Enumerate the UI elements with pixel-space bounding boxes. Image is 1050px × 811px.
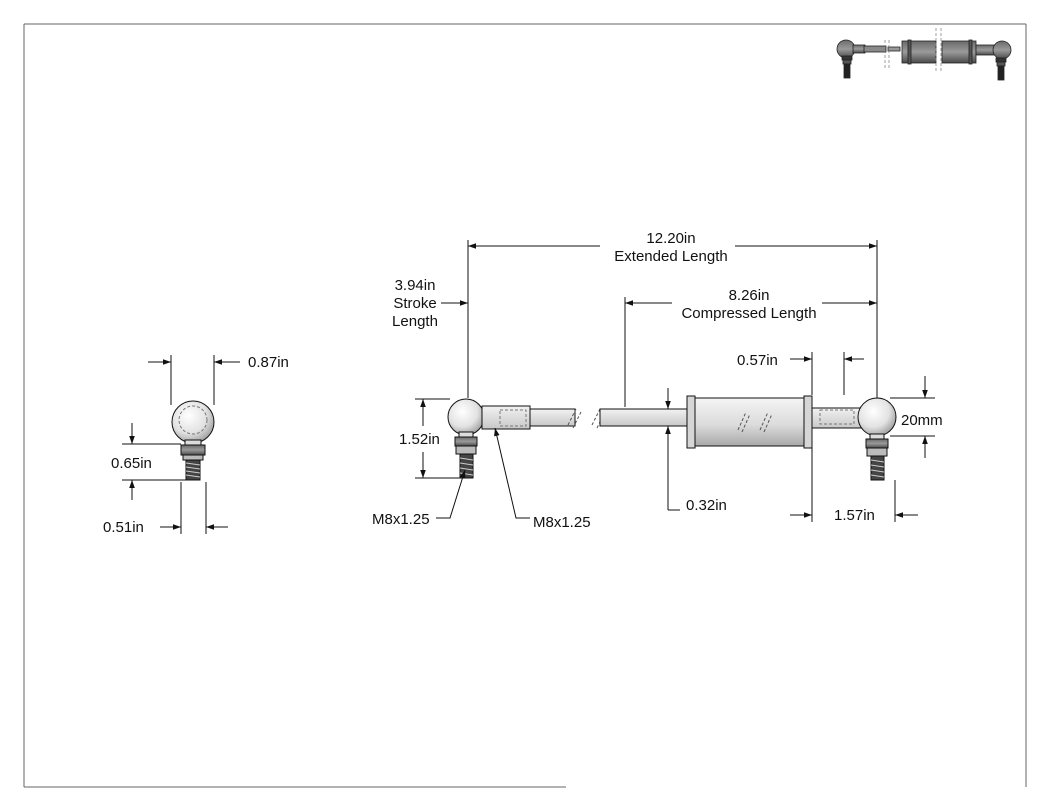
- rod-diameter-label: 0.32in: [686, 497, 727, 514]
- end-view-bore: [178, 405, 208, 435]
- stroke-caption-1: Stroke: [393, 295, 436, 312]
- compressed-length-value: 8.26in: [729, 287, 770, 304]
- extended-length-caption: Extended Length: [614, 248, 727, 265]
- stroke-length-value: 3.94in: [395, 277, 436, 294]
- cylinder-body: [686, 397, 813, 447]
- end-view: [171, 400, 215, 481]
- piston-rod: [599, 408, 689, 427]
- right-ball-joint: [857, 397, 897, 437]
- end-view-neck: [184, 439, 202, 446]
- compressed-length-caption: Compressed Length: [681, 305, 816, 322]
- end-view-height-label: 0.65in: [111, 455, 152, 472]
- right-stud-neck: [869, 433, 885, 440]
- end-view-width-label: 0.87in: [248, 354, 289, 371]
- right-stud-nut: [865, 438, 889, 449]
- rod-thread-label: M8x1.25: [533, 514, 591, 531]
- left-ball-joint: [447, 398, 485, 436]
- left-stud-neck: [458, 431, 474, 438]
- end-fitting-length-label: 1.57in: [834, 507, 875, 524]
- end-view-stud-width-label: 0.51in: [103, 519, 144, 536]
- end-view-nut: [180, 444, 206, 456]
- side-view-dimensions: [415, 240, 935, 522]
- sheet-border: [23, 23, 1027, 788]
- ball-height-label: 1.52in: [399, 431, 440, 448]
- piston-rod-end: [529, 408, 576, 427]
- end-view-dimensions: [122, 355, 240, 534]
- end-view-washer: [182, 454, 204, 461]
- cylinder-gap-label: 0.57in: [737, 352, 778, 369]
- left-thread-label: M8x1.25: [372, 511, 430, 528]
- gas-spring-side-view: [447, 395, 897, 481]
- left-stud-nut: [454, 436, 478, 447]
- ball-size-label: 20mm: [901, 412, 943, 429]
- end-view-ball: [171, 400, 215, 444]
- stroke-caption-2: Length: [392, 313, 438, 330]
- extended-length-value: 12.20in: [646, 230, 695, 247]
- thumbnail-view: [836, 28, 1012, 81]
